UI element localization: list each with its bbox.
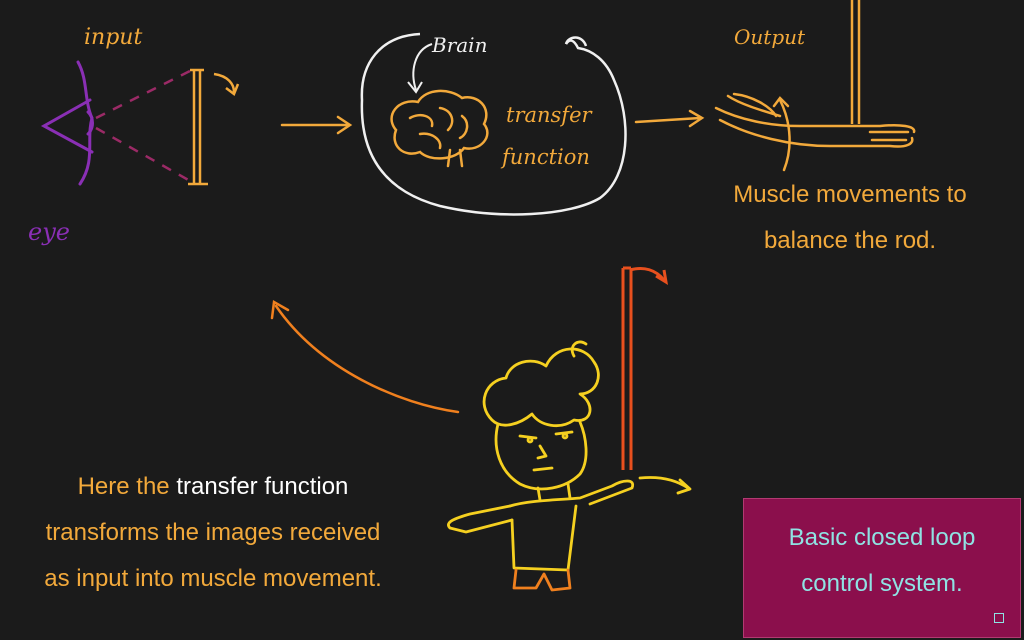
rod-icon-output (850, 0, 861, 124)
arrow-input-to-brain (280, 115, 353, 135)
rod-icon-input (188, 68, 240, 186)
slide-corner-icon[interactable] (994, 613, 1004, 623)
caption-muscle-line1: Muscle movements to (733, 181, 967, 208)
summary-text: Basic closed loop control system. (744, 515, 1020, 607)
label-input: input (84, 25, 142, 50)
caption-transfer-line3: as input into muscle movement. (44, 565, 382, 592)
label-brain: Brain (431, 33, 487, 57)
brain-pointer-arrow (407, 43, 433, 94)
caption-transfer-prefix: Here the (77, 473, 177, 500)
label-transfer-line2: function (500, 145, 590, 169)
caption-transfer-line2: transforms the images received (45, 519, 381, 546)
caption-muscle-line2: balance the rod. (763, 227, 937, 254)
caption-transfer-function: Here the transfer function transforms th… (18, 464, 408, 602)
label-output: Output (734, 25, 806, 49)
summary-line2: control system. (801, 570, 963, 597)
summary-box: Basic closed loop control system. (743, 498, 1021, 638)
summary-line1: Basic closed loop (788, 524, 976, 551)
brain-icon (390, 89, 489, 168)
caption-transfer-line1: Here the transfer function (18, 464, 408, 510)
label-eye: eye (28, 218, 70, 246)
eye-icon (40, 60, 94, 186)
sight-lines (95, 68, 193, 184)
rod-icon-person (621, 266, 669, 470)
arm-icon (714, 92, 916, 172)
arrow-brain-to-output (634, 109, 705, 128)
feedback-arrow (270, 299, 460, 414)
caption-muscle-movements: Muscle movements to balance the rod. (700, 172, 1000, 264)
caption-transfer-highlight: transfer function (176, 473, 349, 500)
person-figure (447, 340, 692, 592)
brain-cloud (360, 32, 627, 216)
label-transfer-line1: transfer (506, 103, 593, 127)
